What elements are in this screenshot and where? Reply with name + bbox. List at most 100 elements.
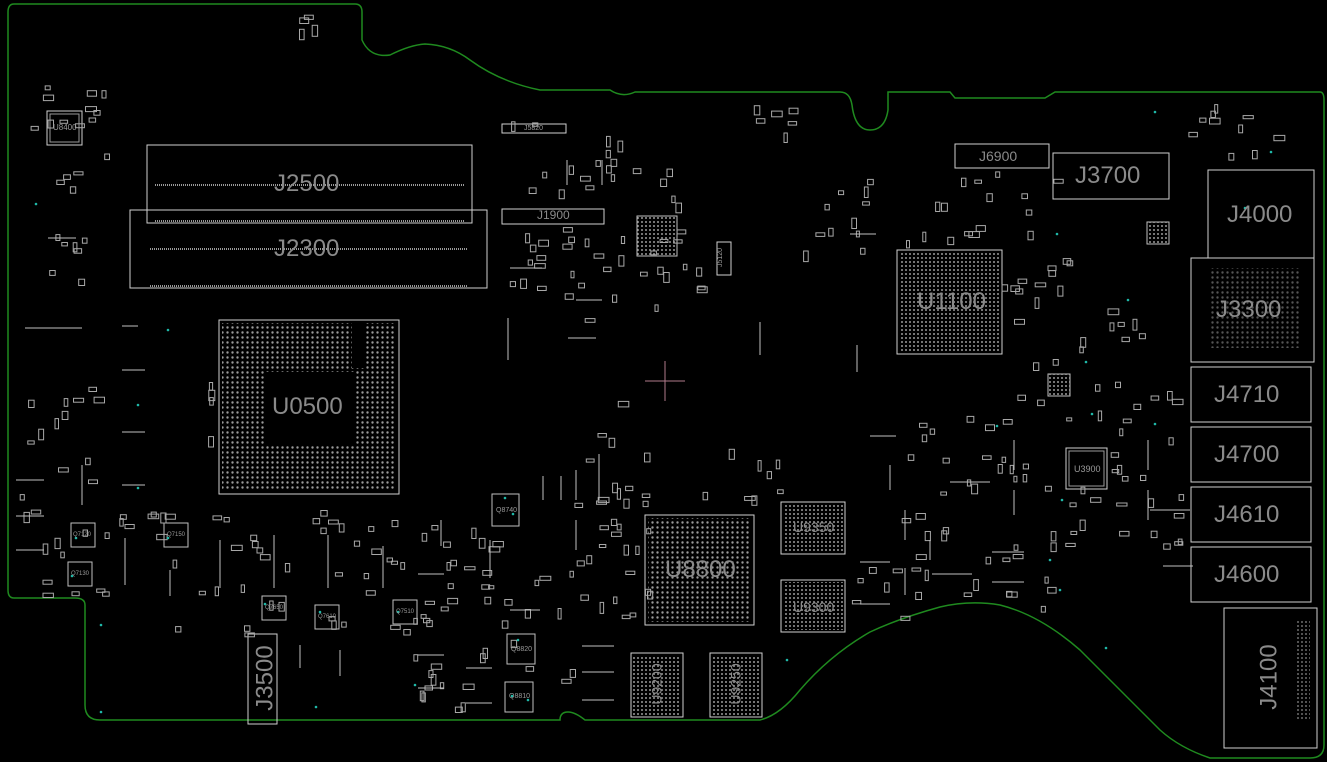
smd-part [1097, 410, 1103, 422]
u9300-ball-array [783, 582, 843, 630]
u0500-outline[interactable] [218, 319, 400, 495]
q7610-outline[interactable] [314, 604, 340, 630]
smd-part [603, 266, 612, 273]
smd-part [428, 670, 434, 678]
smd-part [974, 179, 982, 184]
test-point [166, 328, 170, 332]
test-point [1153, 110, 1157, 114]
smd-part [440, 606, 449, 612]
smd-part [164, 513, 176, 520]
q7510-outline[interactable] [392, 599, 418, 625]
smd-part [922, 231, 927, 243]
smd-part [365, 590, 376, 596]
smd-part [69, 186, 77, 194]
smd-part [1214, 104, 1219, 114]
j3300-outline[interactable] [1190, 257, 1315, 363]
smd-part [88, 117, 97, 123]
smd-part [824, 203, 830, 211]
smd-part [1209, 117, 1221, 125]
j4100-outline[interactable] [1223, 607, 1318, 749]
smd-part [278, 601, 285, 612]
j5820-outline[interactable] [501, 123, 567, 134]
j4700-outline[interactable] [1190, 426, 1312, 483]
smd-part [618, 255, 625, 267]
smd-part [1013, 544, 1019, 551]
smd-part [942, 527, 950, 535]
j2500-outline[interactable] [146, 144, 473, 224]
smd-part [400, 562, 406, 570]
smd-part [584, 238, 590, 248]
smd-part [580, 175, 591, 182]
smd-part [353, 540, 361, 547]
u9250-outline[interactable] [709, 652, 763, 718]
smd-part [612, 294, 618, 303]
smd-part [697, 285, 706, 291]
smd-part [562, 243, 573, 250]
test-point [166, 536, 170, 540]
smd-part [42, 592, 54, 599]
smd-part [1178, 494, 1185, 501]
u9200-outline[interactable] [630, 652, 684, 718]
q7150-outline[interactable] [163, 522, 189, 548]
j1900-outline[interactable] [501, 208, 605, 225]
smd-part [147, 513, 160, 520]
j6900-outline[interactable] [954, 143, 1050, 169]
u1100-outline[interactable] [896, 249, 1003, 355]
smd-part [597, 433, 607, 438]
q7650-outline[interactable] [261, 595, 287, 621]
smd-part [1167, 391, 1173, 401]
test-point [1048, 558, 1052, 562]
smd-part [284, 563, 291, 573]
smd-part [30, 509, 42, 515]
q7120-outline[interactable] [70, 522, 96, 548]
u9350-outline[interactable] [780, 501, 846, 555]
j4710-outline[interactable] [1190, 366, 1312, 423]
smd-part [61, 410, 69, 420]
q8810-outline[interactable] [504, 681, 534, 713]
j4610-outline[interactable] [1190, 486, 1312, 543]
smd-part [58, 467, 69, 473]
test-points [34, 110, 1273, 714]
smd-part [42, 579, 53, 585]
j5120-outline[interactable] [716, 241, 732, 276]
u9300-outline[interactable] [780, 579, 846, 633]
smd-part [635, 545, 640, 556]
j2300-outline[interactable] [129, 209, 488, 289]
smd-part [54, 537, 61, 550]
smd-part [102, 591, 110, 597]
j3500-outline[interactable] [247, 633, 278, 725]
j4600-outline[interactable] [1190, 546, 1312, 603]
u8800-outline[interactable] [644, 514, 755, 626]
smd-part [787, 121, 798, 126]
smd-part [1044, 485, 1052, 492]
j4000-outline[interactable] [1207, 169, 1315, 259]
smd-part [1002, 419, 1013, 425]
u9200-ball-array [633, 655, 681, 715]
smd-part [1013, 475, 1018, 483]
q7130-outline[interactable] [67, 561, 93, 587]
smd-part [915, 554, 927, 560]
smd-part [617, 140, 624, 153]
q8740-outline[interactable] [491, 493, 520, 527]
q8820-outline[interactable] [506, 633, 536, 665]
smd-part [625, 485, 634, 492]
smd-part [510, 639, 518, 649]
smd-part [1117, 321, 1125, 327]
smd-part [1119, 530, 1130, 537]
board-outline [7, 3, 1325, 759]
smd-part [616, 523, 622, 531]
smd-part [942, 457, 950, 464]
smd-part [1015, 288, 1024, 295]
smd-part [198, 590, 206, 596]
smd-part [919, 422, 928, 428]
smd-part [561, 678, 572, 684]
smd-part [1122, 418, 1132, 424]
j3700-outline[interactable] [1052, 152, 1170, 200]
u3900-outline[interactable] [1065, 447, 1108, 490]
smd-part [1034, 282, 1047, 288]
smd-part [744, 496, 756, 501]
test-point [785, 658, 789, 662]
smd-part [892, 568, 903, 574]
smd-part [390, 560, 398, 565]
